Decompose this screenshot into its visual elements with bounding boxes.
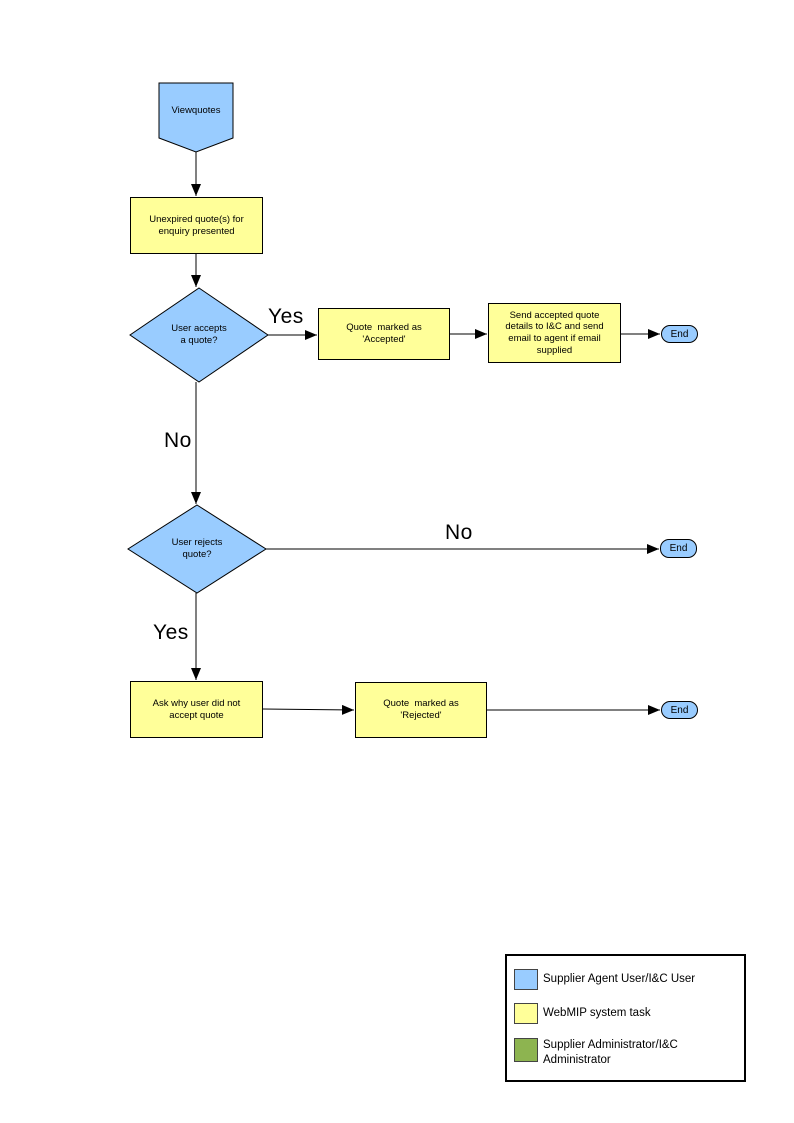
process-mark-rejected-label: Quote marked as 'Rejected' bbox=[383, 698, 459, 721]
process-ask-reason: Ask why user did not accept quote bbox=[130, 681, 263, 738]
process-ask-reason-label: Ask why user did not accept quote bbox=[152, 697, 241, 721]
decision-user-accepts-shape bbox=[129, 287, 269, 383]
start-offpage-connector-shape bbox=[158, 82, 234, 153]
legend-label-supplier-agent: Supplier Agent User/I&C User bbox=[543, 973, 696, 985]
end-node-accepted: End bbox=[661, 325, 698, 343]
legend-swatch-supplier-agent bbox=[514, 969, 538, 990]
legend: Supplier Agent User/I&C User WebMIP syst… bbox=[505, 954, 746, 1082]
process-send-details-label: Send accepted quote details to I&C and s… bbox=[505, 309, 604, 356]
connector-ask-to-rejected bbox=[262, 704, 355, 715]
process-unexpired-quotes-label: Unexpired quote(s) for enquiry presented bbox=[149, 213, 244, 237]
edge-label-reject-no: No bbox=[445, 521, 473, 544]
end-node-no-action: End bbox=[660, 539, 697, 558]
edge-label-reject-yes: Yes bbox=[153, 621, 189, 644]
legend-swatch-webmip-task bbox=[514, 1003, 538, 1024]
edge-label-accept-no: No bbox=[164, 429, 192, 452]
process-send-details: Send accepted quote details to I&C and s… bbox=[488, 303, 621, 363]
legend-swatch-supplier-admin bbox=[514, 1038, 538, 1062]
end-node-accepted-label: End bbox=[670, 328, 689, 340]
process-unexpired-quotes: Unexpired quote(s) for enquiry presented bbox=[130, 197, 263, 254]
edge-label-accept-yes: Yes bbox=[268, 305, 304, 328]
process-mark-accepted-label: Quote marked as 'Accepted' bbox=[346, 322, 422, 345]
process-mark-accepted: Quote marked as 'Accepted' bbox=[318, 308, 450, 360]
end-node-rejected-label: End bbox=[670, 704, 689, 716]
legend-label-supplier-admin: Supplier Administrator/I&C Administrator bbox=[543, 1039, 678, 1066]
decision-user-rejects-shape bbox=[127, 504, 267, 594]
end-node-rejected: End bbox=[661, 701, 698, 719]
end-node-no-action-label: End bbox=[669, 543, 688, 554]
process-mark-rejected: Quote marked as 'Rejected' bbox=[355, 682, 487, 738]
legend-label-webmip-task: WebMIP system task bbox=[543, 1007, 651, 1019]
